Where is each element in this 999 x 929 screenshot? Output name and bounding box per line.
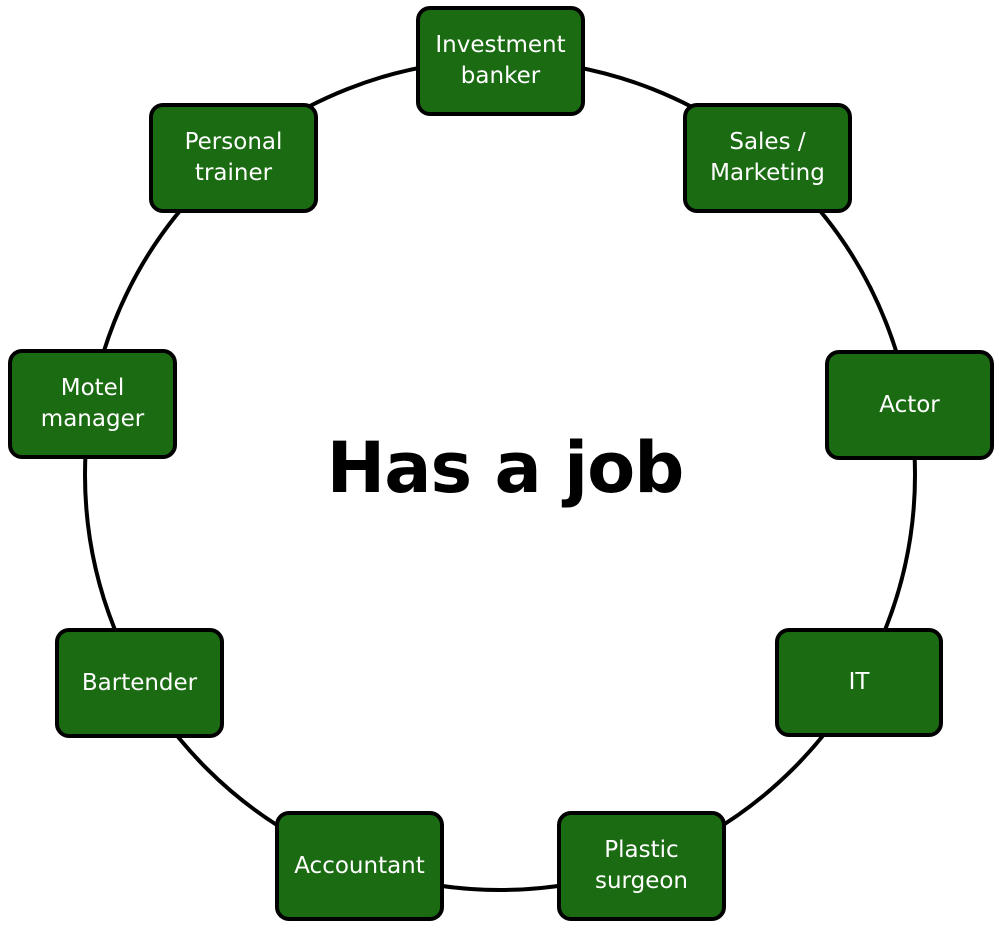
- node-label: Investment banker: [435, 32, 566, 89]
- node-personal-trainer: Personal trainer: [149, 103, 318, 213]
- node-label: Actor: [879, 391, 940, 418]
- node-accountant: Accountant: [275, 811, 444, 921]
- center-title: Has a job: [326, 427, 685, 509]
- node-label: Sales / Marketing: [710, 129, 825, 186]
- node-investment-banker: Investment banker: [416, 6, 585, 116]
- node-label: Bartender: [81, 669, 198, 696]
- node-label: Motel manager: [40, 375, 145, 432]
- node-actor: Actor: [825, 350, 994, 460]
- node-bartender: Bartender: [55, 628, 224, 738]
- node-label: Plastic surgeon: [594, 837, 688, 894]
- node-label: IT: [848, 669, 870, 695]
- node-label: Personal trainer: [184, 129, 283, 186]
- node-label: Accountant: [294, 852, 425, 879]
- node-plastic-surgeon: Plastic surgeon: [557, 811, 726, 921]
- node-motel-manager: Motel manager: [8, 349, 177, 459]
- node-it: IT: [775, 628, 943, 737]
- node-sales-marketing: Sales / Marketing: [683, 103, 852, 213]
